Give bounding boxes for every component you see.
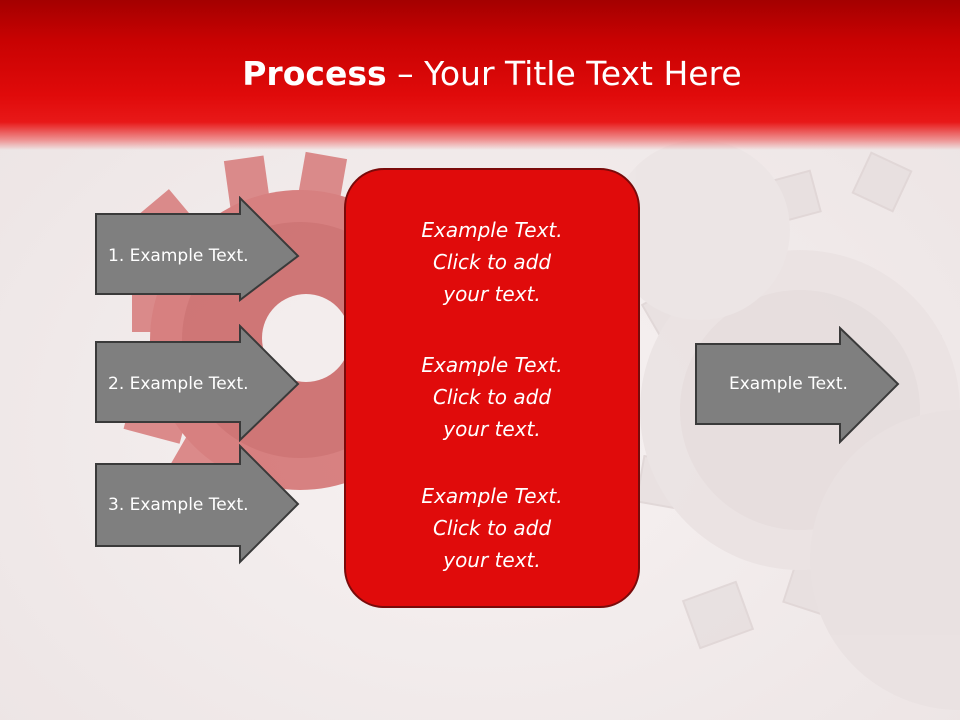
center-text-block-3: Example Text. Click to add your text. <box>346 480 638 576</box>
center-text-block-2: Example Text. Click to add your text. <box>346 349 638 445</box>
center-text-block-1: Example Text. Click to add your text. <box>346 214 638 310</box>
right-arrow-label: Example Text. <box>729 374 848 394</box>
center-text-line: Example Text. <box>421 484 563 508</box>
center-text-line: Click to add <box>432 250 552 274</box>
left-arrow-1[interactable] <box>94 196 300 302</box>
left-arrow-1-label: 1. Example Text. <box>108 246 249 266</box>
center-text-line: your text. <box>443 548 541 572</box>
center-text-box[interactable]: Example Text. Click to add your text. Ex… <box>344 168 640 608</box>
title-bar <box>0 0 960 150</box>
left-arrow-3-label: 3. Example Text. <box>108 495 249 515</box>
center-text-line: Click to add <box>432 385 552 409</box>
left-arrow-3[interactable] <box>94 444 300 566</box>
left-arrow-2[interactable] <box>94 324 300 442</box>
right-arrow[interactable] <box>694 326 900 444</box>
left-arrow-2-label: 2. Example Text. <box>108 374 249 394</box>
center-text-line: Click to add <box>432 516 552 540</box>
slide-title[interactable]: Process – Your Title Text Here <box>0 52 960 96</box>
center-text-line: Example Text. <box>421 218 563 242</box>
center-text-line: your text. <box>443 417 541 441</box>
center-text-line: your text. <box>443 282 541 306</box>
title-bold: Process <box>242 54 387 93</box>
title-rest: – Your Title Text Here <box>386 54 742 93</box>
center-text-line: Example Text. <box>421 353 563 377</box>
